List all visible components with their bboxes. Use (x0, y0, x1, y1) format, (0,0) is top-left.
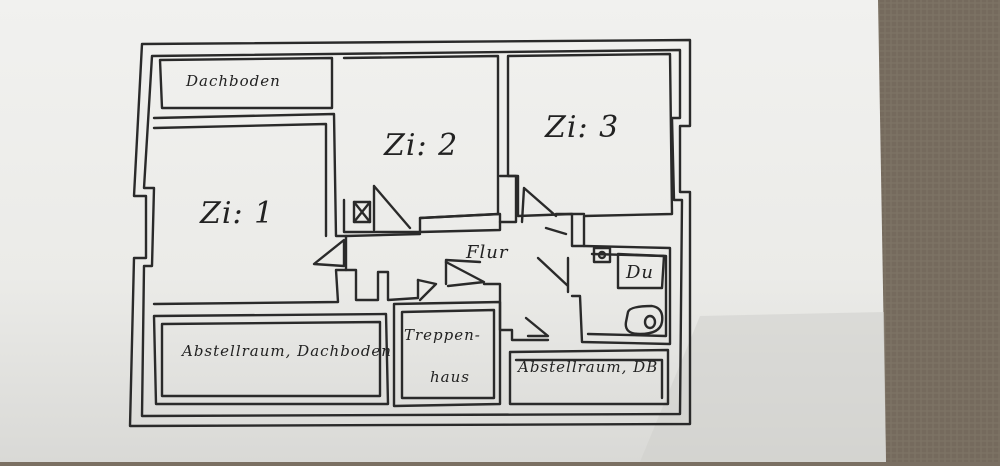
label-abstell-left: Abstellraum, Dachboden (182, 342, 392, 360)
shower-tray (616, 252, 666, 290)
plan-lines (128, 38, 692, 428)
door-du (536, 256, 570, 294)
label-zi2: Zi: 2 (384, 128, 459, 163)
room-du (570, 244, 672, 346)
flur-lower-wall (344, 268, 420, 302)
label-treppen-line1: Treppen- (404, 326, 481, 344)
inner-wall (140, 48, 684, 418)
door-zi1 (312, 238, 346, 268)
outer-wall (128, 38, 692, 428)
label-du: Du (626, 262, 655, 283)
label-dachboden-top: Dachboden (186, 72, 281, 90)
sink-shape (624, 304, 664, 336)
door-abstell-right (524, 316, 550, 338)
label-zi1: Zi: 1 (200, 196, 275, 231)
paper-shadow (640, 312, 886, 462)
door-treppenhaus (444, 260, 486, 288)
label-flur: Flur (466, 242, 509, 263)
door-zi2 (372, 184, 412, 232)
room-abstell-right (508, 348, 670, 406)
door-zi3 (520, 186, 558, 224)
room-dachboden-top (158, 56, 334, 110)
label-treppen-line2: haus (430, 368, 470, 386)
label-abstell-right: Abstellraum, DB (518, 358, 659, 376)
room-zi1 (152, 112, 348, 306)
room-abstell-left (152, 312, 390, 406)
room-treppenhaus (392, 300, 502, 408)
toilet-box (592, 246, 612, 264)
label-zi3: Zi: 3 (545, 110, 620, 145)
